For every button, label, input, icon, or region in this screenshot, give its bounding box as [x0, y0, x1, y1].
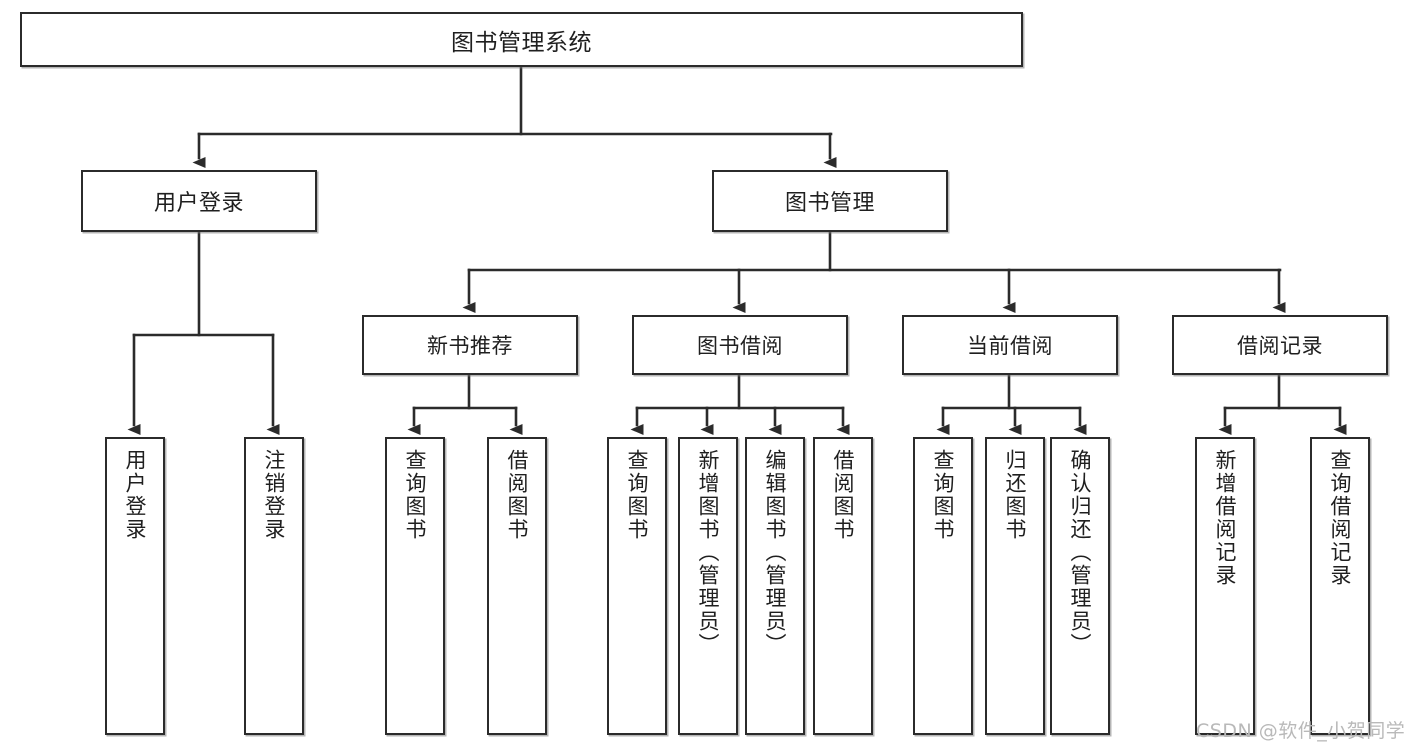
- node-current-borrow[interactable]: 当前借阅: [902, 315, 1118, 375]
- node-user-login[interactable]: 用户登录: [81, 170, 317, 232]
- node-label: 新增图书（管理员）: [696, 449, 721, 656]
- node-label: 用户登录: [123, 449, 148, 541]
- node-leaf-query-book-recommend[interactable]: 查询图书: [385, 437, 445, 735]
- node-label: 查询图书: [403, 449, 428, 541]
- node-label: 新书推荐: [427, 334, 513, 358]
- node-leaf-query-book-current[interactable]: 查询图书: [913, 437, 973, 735]
- node-label: 查询图书: [625, 449, 650, 541]
- node-label: 归还图书: [1003, 449, 1028, 541]
- csdn-watermark: CSDN @软件_小贺同学: [1196, 720, 1405, 742]
- node-label: 图书管理: [784, 191, 875, 216]
- node-label: 借阅记录: [1237, 334, 1323, 358]
- node-label: 当前借阅: [967, 334, 1053, 358]
- node-leaf-edit-book-admin[interactable]: 编辑图书（管理员）: [745, 437, 805, 735]
- node-leaf-borrow-book-borrow[interactable]: 借阅图书: [813, 437, 873, 735]
- node-leaf-return-book[interactable]: 归还图书: [985, 437, 1045, 735]
- node-leaf-query-book-borrow[interactable]: 查询图书: [607, 437, 667, 735]
- node-leaf-confirm-return-admin[interactable]: 确认归还（管理员）: [1050, 437, 1110, 735]
- node-leaf-add-book-admin[interactable]: 新增图书（管理员）: [678, 437, 738, 735]
- node-label: 图书借阅: [697, 334, 783, 358]
- node-label: 确认归还（管理员）: [1068, 449, 1093, 656]
- node-label: 编辑图书（管理员）: [763, 449, 788, 656]
- node-leaf-query-borrow-record[interactable]: 查询借阅记录: [1310, 437, 1370, 735]
- node-label: 借阅图书: [831, 449, 856, 541]
- node-new-book-recommend[interactable]: 新书推荐: [362, 315, 578, 375]
- node-label: 查询图书: [931, 449, 956, 541]
- node-label: 图书管理系统: [451, 29, 592, 56]
- node-book-manage[interactable]: 图书管理: [712, 170, 948, 232]
- node-label: 用户登录: [153, 191, 244, 216]
- node-leaf-user-logout[interactable]: 注销登录: [244, 437, 304, 735]
- node-root-system[interactable]: 图书管理系统: [20, 12, 1023, 67]
- node-label: 注销登录: [262, 449, 287, 541]
- node-label: 新增借阅记录: [1213, 449, 1238, 587]
- node-label: 借阅图书: [505, 449, 530, 541]
- node-leaf-add-borrow-record[interactable]: 新增借阅记录: [1195, 437, 1255, 735]
- node-leaf-borrow-book-recommend[interactable]: 借阅图书: [487, 437, 547, 735]
- node-borrow-record[interactable]: 借阅记录: [1172, 315, 1388, 375]
- node-label: 查询借阅记录: [1328, 449, 1353, 587]
- node-book-borrow[interactable]: 图书借阅: [632, 315, 848, 375]
- node-leaf-user-login[interactable]: 用户登录: [105, 437, 165, 735]
